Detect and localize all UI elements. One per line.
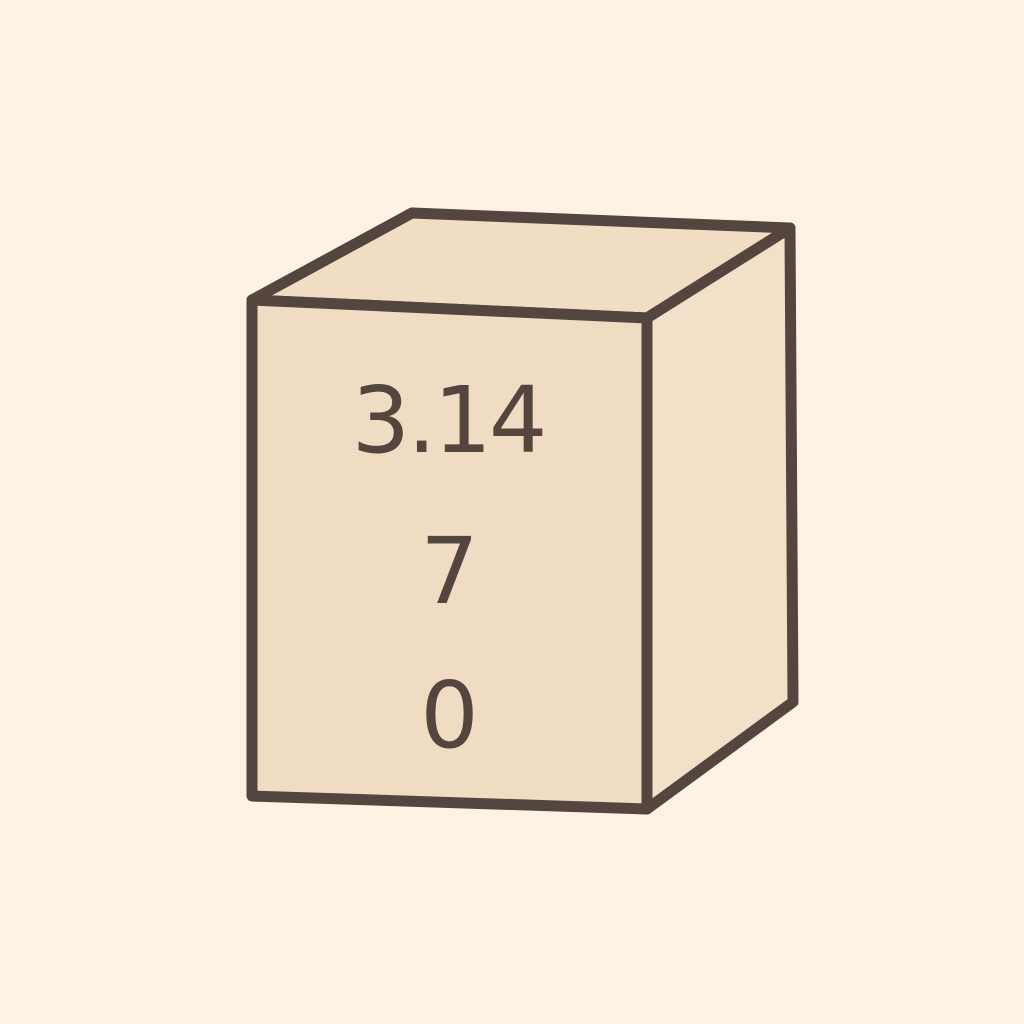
cube-side-face	[641, 222, 799, 815]
cube-value-seven: 7	[420, 518, 479, 625]
cube-value-zero: 0	[420, 662, 479, 769]
cube-value-pi: 3.14	[351, 367, 548, 474]
cube-front-face	[246, 294, 653, 815]
cube	[246, 207, 799, 815]
